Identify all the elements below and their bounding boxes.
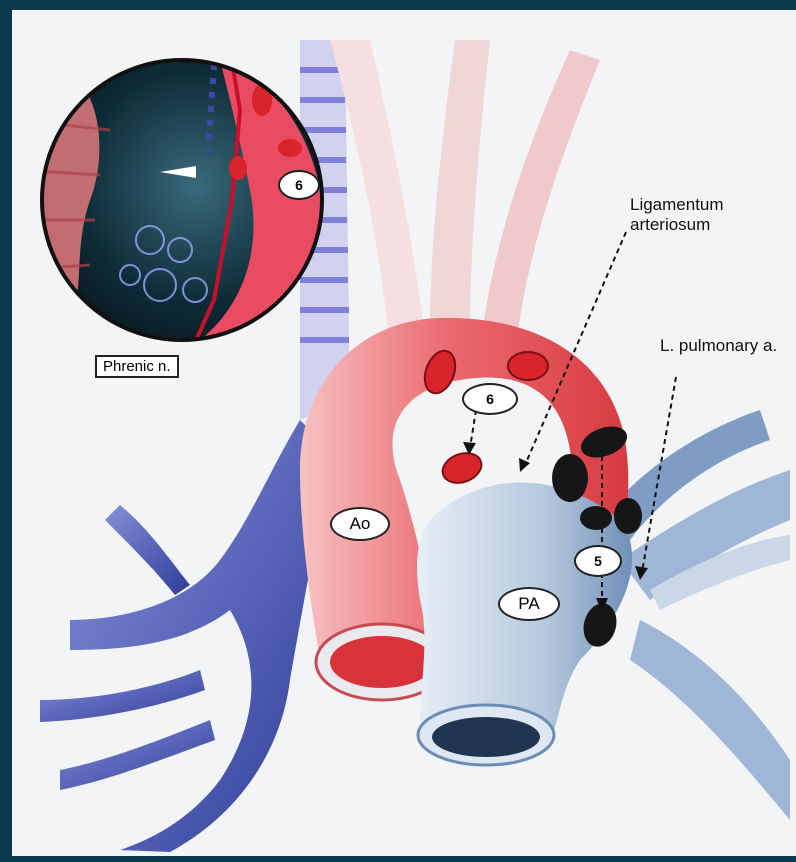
left-pulmonary-artery-label: L. pulmonary a.	[660, 336, 777, 356]
left-bronchial-tree	[40, 420, 330, 852]
pulmonary-artery-label: PA	[498, 587, 560, 621]
ligamentum-label-line2: arteriosum	[630, 215, 710, 235]
phrenic-nerve-label: Phrenic n.	[95, 355, 179, 378]
right-pulmonary-branches	[600, 410, 790, 820]
inset-magnified-view	[20, 50, 323, 340]
aortic-node-station-label: 6	[462, 383, 518, 415]
subaortic-node-station-label: 5	[574, 545, 622, 577]
inset-node-station-label: 6	[278, 170, 320, 200]
great-vessels	[330, 40, 600, 355]
ligamentum-label-line1: Ligamentum	[630, 195, 724, 215]
aorta-label: Ao	[330, 507, 390, 541]
